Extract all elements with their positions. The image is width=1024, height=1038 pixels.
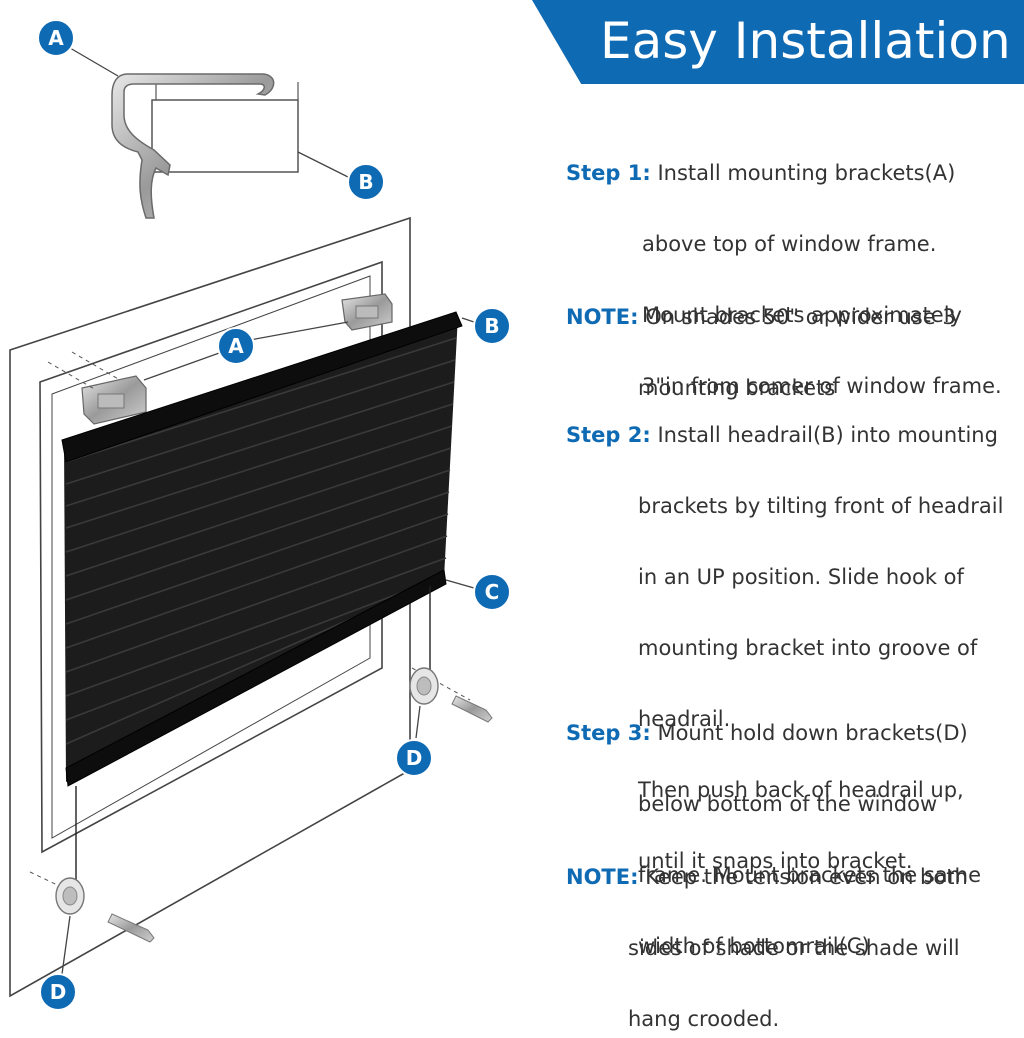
pleated-shade <box>61 311 463 787</box>
step-3-label: Step 3: <box>566 721 651 745</box>
svg-text:A: A <box>228 334 244 358</box>
note-2: NOTE: Keep the tension even on both side… <box>566 860 1018 1038</box>
step-2: Step 2: Install headrail(B) into mountin… <box>566 418 1018 880</box>
note-2-first-line: NOTE: Keep the tension even on both <box>566 865 968 889</box>
note-1-body: mounting brackets <box>638 376 836 400</box>
note-1-label: NOTE: <box>566 305 639 329</box>
step-1-label: Step 1: <box>566 161 651 185</box>
callout-b-middle: B <box>473 307 511 345</box>
svg-text:D: D <box>50 980 67 1004</box>
note-2-body: sides of shade or the shade will hang cr… <box>628 936 960 1031</box>
step-3-first-line: Step 3: Mount hold down brackets(D) <box>566 721 968 745</box>
callout-a-middle: A <box>217 327 255 365</box>
svg-text:C: C <box>485 580 500 604</box>
installation-diagram: A B A B C D D <box>9 19 511 1010</box>
callout-a-top: A <box>37 19 75 57</box>
hold-down-bracket-right <box>409 667 493 723</box>
mounting-bracket-right <box>341 293 393 331</box>
tension-cords <box>75 586 431 888</box>
callout-b-top: B <box>347 163 385 201</box>
note-2-label: NOTE: <box>566 865 639 889</box>
note-1: NOTE: On shades 50" or wider use 3 mount… <box>566 300 1018 407</box>
callout-d-left: D <box>39 973 77 1010</box>
callout-d-right: D <box>395 739 433 777</box>
note-1-first-line: NOTE: On shades 50" or wider use 3 <box>566 305 956 329</box>
step-1: Step 1: Install mounting brackets(A) abo… <box>566 156 1018 405</box>
svg-text:B: B <box>484 314 499 338</box>
step-3-body: below bottom of the window frame. Mount … <box>638 792 982 958</box>
bracket-detail <box>111 73 299 219</box>
step-2-first-line: Step 2: Install headrail(B) into mountin… <box>566 423 998 447</box>
step-2-body: brackets by tilting front of headrail in… <box>638 494 1004 873</box>
step-2-label: Step 2: <box>566 423 651 447</box>
page-title: Easy Installation <box>600 12 1011 70</box>
step-1-body: above top of window frame. Mount bracket… <box>642 232 1002 398</box>
svg-text:B: B <box>358 170 373 194</box>
title-banner <box>532 0 1024 84</box>
svg-text:D: D <box>406 746 423 770</box>
mounting-bracket-left <box>81 375 147 425</box>
step-3: Step 3: Mount hold down brackets(D) belo… <box>566 716 1018 965</box>
callout-c: C <box>473 573 511 611</box>
callout-leaders <box>61 47 475 975</box>
svg-text:A: A <box>48 26 64 50</box>
hold-down-bracket-left <box>55 877 155 943</box>
step-1-first-line: Step 1: Install mounting brackets(A) <box>566 161 956 185</box>
